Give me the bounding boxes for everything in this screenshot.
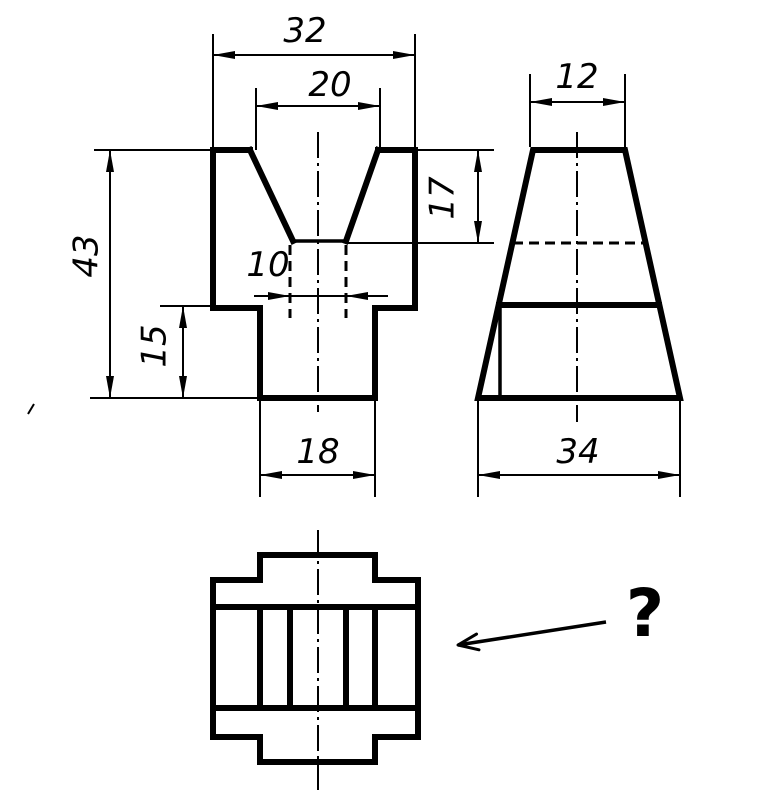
dimension-value: 15: [135, 324, 175, 367]
stray-mark: [27, 403, 35, 415]
top-view: [210, 530, 421, 792]
question-mark: ?: [626, 575, 664, 652]
dimension-funnel-top-width: 20: [255, 65, 381, 150]
front-view-outline: [210, 147, 418, 401]
question-pointer: ?: [456, 575, 664, 652]
dimension-funnel-depth: 17: [415, 149, 494, 244]
dimension-value: 12: [555, 57, 598, 97]
dimension-value: 20: [308, 65, 351, 105]
dimension-value: 32: [283, 11, 326, 51]
dimension-side-bottom-width: 34: [477, 401, 681, 497]
dimension-overall-width: 32: [212, 11, 416, 147]
dimension-base-height: 15: [135, 305, 210, 398]
side-view-outline: [474, 147, 684, 401]
dimension-value: 34: [556, 432, 599, 472]
funnel-right-edge: [342, 146, 382, 245]
dimension-value: 18: [296, 432, 339, 472]
dimension-value: 17: [423, 176, 463, 220]
front-view: [210, 132, 418, 412]
top-view-outline: [210, 552, 421, 765]
side-view: [474, 132, 684, 422]
dimension-bore-width: 10: [246, 245, 388, 300]
funnel-left-edge: [246, 146, 297, 245]
dimension-base-width: 18: [259, 401, 376, 497]
dimension-value: 43: [67, 234, 107, 277]
pointer-arrow: [456, 620, 607, 652]
dimension-overall-height: 43: [67, 149, 257, 399]
dimension-side-top-width: 12: [529, 57, 626, 147]
dimension-value: 10: [246, 245, 289, 285]
